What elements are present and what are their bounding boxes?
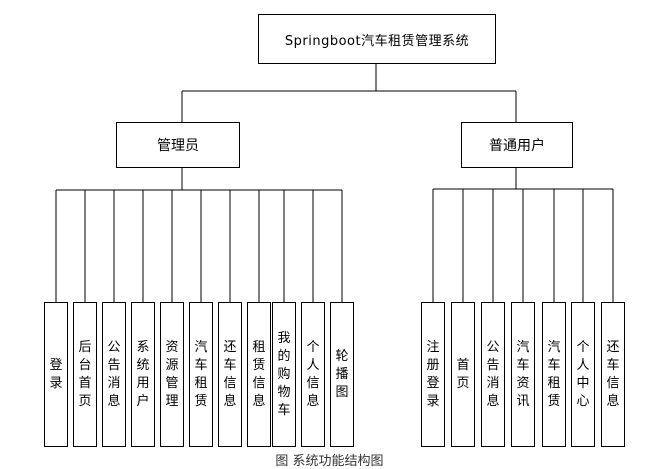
admin-module-label: 租赁信息: [252, 339, 266, 409]
user-module-box: 汽车租赁: [542, 302, 566, 447]
admin-module-box: 租赁信息: [247, 302, 271, 447]
admin-module-label: 登录: [49, 357, 63, 391]
admin-module-box: 登录: [44, 302, 68, 447]
connector-lines: [55, 64, 614, 302]
admin-module-label: 我的购物车: [277, 330, 291, 418]
admin-module-box: 后台首页: [73, 302, 97, 447]
user-module-label: 个人中心: [576, 339, 590, 409]
function-structure-diagram: Springboot汽车租赁管理系统 管理员 普通用户 登录 后台首页 公告消息 系统…: [44, 14, 625, 469]
admin-module-label: 还车信息: [223, 339, 237, 409]
user-module-label: 汽车资讯: [516, 339, 530, 409]
admin-module-box: 系统用户: [131, 302, 155, 447]
user-module-box: 汽车资讯: [511, 302, 535, 447]
user-module-box: 个人中心: [571, 302, 595, 447]
user-module-label: 汽车租赁: [547, 339, 561, 409]
system-root-node: Springboot汽车租赁管理系统: [258, 14, 496, 64]
user-module-box: 还车信息: [601, 302, 625, 447]
user-module-box: 公告消息: [481, 302, 505, 447]
user-role-node: 普通用户: [461, 122, 573, 168]
admin-module-box: 轮播图: [330, 302, 354, 447]
admin-module-box: 我的购物车: [272, 302, 296, 447]
admin-module-label: 轮播图: [335, 348, 349, 400]
admin-module-box: 公告消息: [102, 302, 126, 447]
user-module-label: 还车信息: [606, 339, 620, 409]
admin-role-node: 管理员: [116, 122, 240, 168]
user-module-box: 注册登录: [421, 302, 445, 447]
admin-role-label: 管理员: [157, 138, 199, 154]
admin-module-label: 资源管理: [165, 339, 179, 409]
admin-module-box: 资源管理: [160, 302, 184, 447]
admin-module-label: 后台首页: [78, 339, 92, 409]
admin-module-box: 汽车租赁: [189, 302, 213, 447]
system-title: Springboot汽车租赁管理系统: [284, 33, 470, 49]
admin-module-label: 汽车租赁: [194, 339, 208, 409]
admin-module-box: 个人信息: [301, 302, 325, 447]
admin-module-label: 系统用户: [136, 339, 150, 409]
figure-caption: 图 系统功能结构图: [275, 454, 384, 469]
user-module-label: 注册登录: [426, 339, 440, 409]
admin-module-label: 公告消息: [107, 339, 121, 409]
admin-module-box: 还车信息: [218, 302, 242, 447]
user-role-label: 普通用户: [489, 138, 545, 154]
user-module-box: 首页: [451, 302, 475, 447]
user-module-label: 公告消息: [486, 339, 500, 409]
admin-module-label: 个人信息: [306, 339, 320, 409]
user-module-label: 首页: [456, 357, 470, 391]
